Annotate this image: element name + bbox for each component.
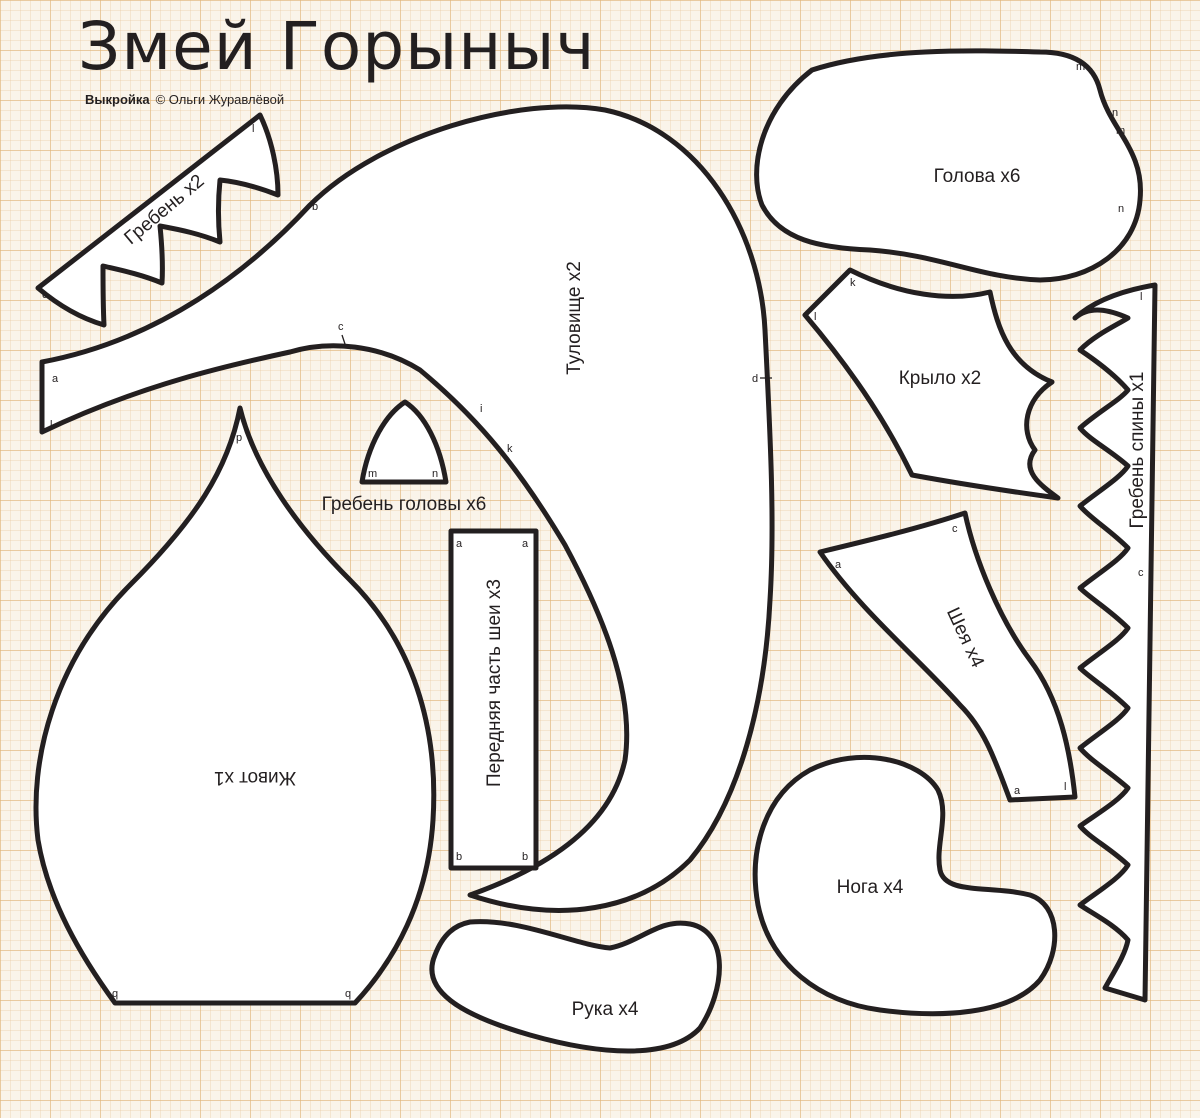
mark-q: q bbox=[112, 988, 118, 1000]
mark-c: c bbox=[338, 321, 344, 333]
mark-m: m bbox=[368, 468, 377, 480]
belly-label: Живот х1 bbox=[214, 767, 296, 788]
credit-author: © Ольги Журавлёвой bbox=[155, 92, 285, 107]
page-title: Змей Горыныч bbox=[78, 8, 596, 85]
back-crest-label: Гребень спины х1 bbox=[1127, 372, 1148, 529]
wing-piece: k l Крыло х2 bbox=[802, 267, 1061, 501]
mark-c: c bbox=[1138, 567, 1144, 579]
neck-front-piece: a a b b Передняя часть шеи х3 bbox=[448, 528, 539, 871]
mark-b: b bbox=[522, 851, 528, 863]
mark-m: m bbox=[1076, 61, 1085, 73]
head-piece: m n m n Голова х6 bbox=[754, 48, 1143, 283]
mark-a: a bbox=[522, 538, 529, 550]
arm-piece: Рука х4 bbox=[429, 919, 722, 1054]
head-crest-label: Гребень головы х6 bbox=[322, 494, 487, 515]
mark-m: m bbox=[1116, 125, 1125, 137]
back-crest-piece: l c Гребень спины х1 bbox=[1072, 282, 1158, 1003]
credit-prefix: Выкройка bbox=[85, 92, 150, 107]
arm-label: Рука х4 bbox=[572, 999, 639, 1020]
pattern-credit: Выкройка © Ольги Журавлёвой bbox=[85, 92, 284, 107]
wing-label: Крыло х2 bbox=[899, 368, 982, 389]
mark-l: l bbox=[1140, 291, 1142, 303]
mark-n: n bbox=[1112, 107, 1118, 119]
mark-c: c bbox=[42, 289, 48, 301]
head-label: Голова х6 bbox=[934, 166, 1021, 187]
mark-l: l bbox=[814, 311, 816, 323]
mark-p: p bbox=[236, 432, 242, 444]
mark-i: i bbox=[480, 403, 482, 415]
body-piece: a l c b d i k Туловище х2 bbox=[39, 104, 775, 913]
mark-d: d bbox=[752, 373, 758, 385]
mark-a: a bbox=[835, 559, 842, 571]
mark-a: a bbox=[456, 538, 463, 550]
mark-l: l bbox=[1064, 781, 1066, 793]
mark-b: b bbox=[456, 851, 462, 863]
mark-k: k bbox=[850, 277, 856, 289]
belly-piece: p q q Живот х1 bbox=[33, 405, 437, 1006]
mark-a: a bbox=[1014, 785, 1021, 797]
mark-b: b bbox=[312, 201, 318, 213]
mark-n: n bbox=[432, 468, 438, 480]
mark-a: a bbox=[52, 373, 59, 385]
mark-l: l bbox=[252, 123, 254, 135]
mark-k: k bbox=[507, 443, 513, 455]
leg-label: Нога х4 bbox=[837, 877, 904, 898]
head-crest-piece: m n Гребень головы х6 bbox=[322, 399, 487, 515]
mark-c: c bbox=[952, 523, 958, 535]
neck-front-label: Передняя часть шеи х3 bbox=[484, 579, 505, 787]
leg-piece: Нога х4 bbox=[752, 754, 1058, 1017]
mark-l: l bbox=[50, 419, 52, 431]
mark-q: q bbox=[345, 988, 351, 1000]
body-label: Туловище х2 bbox=[564, 261, 585, 375]
mark-n: n bbox=[1118, 203, 1124, 215]
neck-piece: a c a l Шея х4 bbox=[817, 510, 1078, 803]
